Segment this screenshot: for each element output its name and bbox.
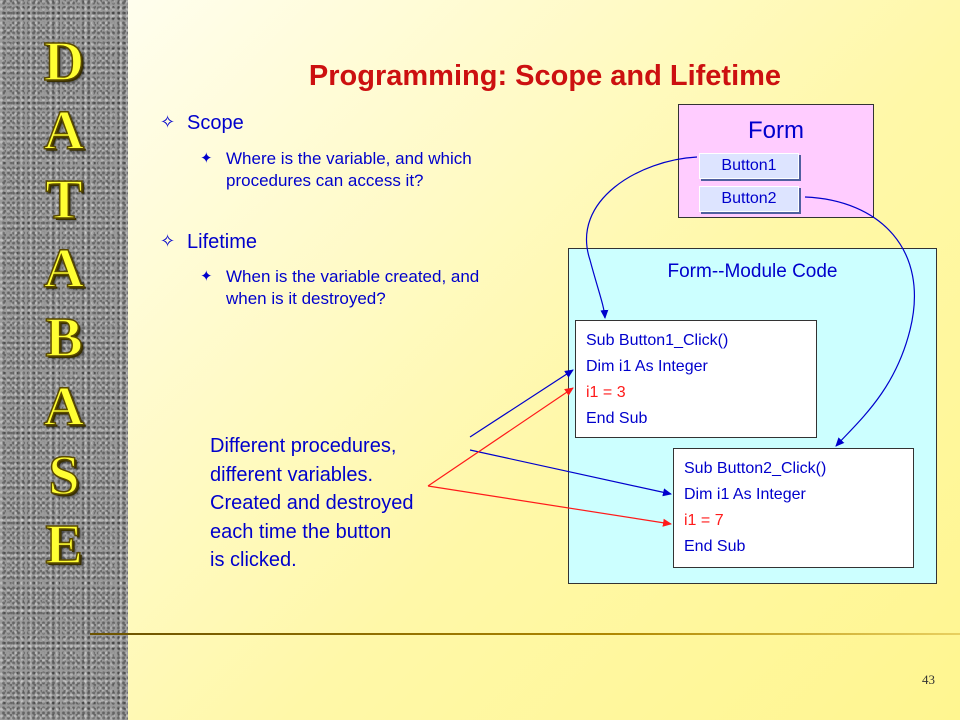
sidebar-letter: A (43, 237, 85, 301)
note-line: Created and destroyed (210, 492, 414, 514)
sidebar-letter: T (45, 168, 84, 232)
sub-bullet-text: When is the variable created, and when i… (226, 267, 480, 308)
sidebar-letter: B (45, 306, 84, 370)
sidebar-letter: D (43, 30, 85, 94)
sub-bullet-text: Where is the variable, and which procedu… (226, 149, 472, 190)
code-line: Dim i1 As Integer (586, 358, 708, 375)
code-line-assignment: i1 = 7 (684, 512, 724, 529)
bullet-marker-icon: ✧ (160, 231, 176, 251)
bullet-label: Scope (187, 112, 244, 134)
sidebar-letter: E (45, 513, 84, 577)
code-line: Sub Button1_Click() (586, 332, 729, 349)
code-line: Sub Button2_Click() (684, 460, 827, 477)
slide-title: Programming: Scope and Lifetime (308, 60, 782, 92)
code-line-assignment: i1 = 3 (586, 384, 626, 401)
sidebar-letter: S (48, 444, 81, 508)
form-panel-title: Form (748, 117, 804, 144)
bullet-label: Lifetime (187, 231, 258, 253)
module-code-title: Form--Module Code (667, 261, 838, 282)
explanation-note: Different procedures, different variable… (210, 432, 500, 575)
code-line: End Sub (684, 538, 746, 555)
note-line: Different procedures, (210, 435, 397, 457)
code-line: Dim i1 As Integer (684, 486, 806, 503)
sub-bullet-marker-icon: ✦ (200, 268, 213, 285)
note-line: is clicked. (210, 549, 297, 571)
footer-divider (90, 633, 960, 635)
note-line: different variables. (210, 463, 374, 486)
button1-click-procedure: Sub Button1_Click() Dim i1 As Integer i1… (575, 320, 817, 438)
sidebar-letter: A (43, 99, 85, 163)
sidebar: D A T A B A S E (0, 0, 128, 720)
page-number: 43 (922, 672, 935, 687)
button2-click-procedure: Sub Button2_Click() Dim i1 As Integer i1… (673, 448, 914, 568)
button2[interactable]: Button2 (699, 186, 799, 212)
bullet-marker-icon: ✧ (160, 112, 176, 132)
button1[interactable]: Button1 (699, 153, 799, 179)
sub-bullet-marker-icon: ✦ (200, 150, 213, 167)
form-panel: Form Button1 Button2 (678, 104, 874, 218)
code-line: End Sub (586, 410, 648, 427)
arrow-note-to-sub1 (469, 369, 574, 438)
sidebar-letter: A (43, 375, 85, 439)
note-line: each time the button (210, 520, 392, 543)
sidebar-database-letters: D A T A B A S E (0, 28, 128, 580)
